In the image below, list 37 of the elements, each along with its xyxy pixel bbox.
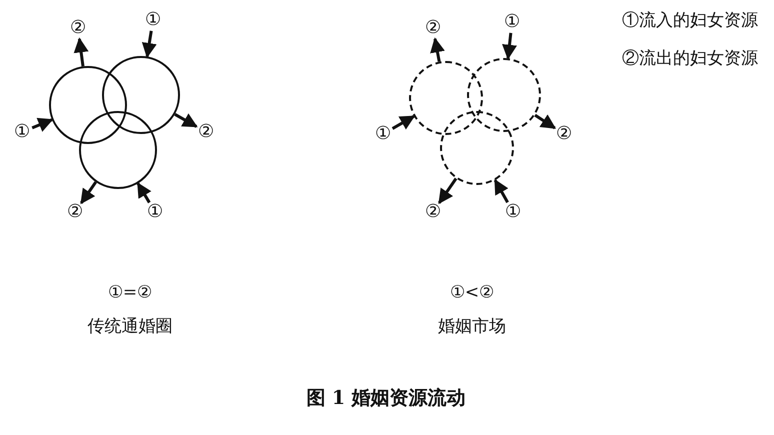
circled-number: ① — [14, 122, 30, 142]
figure-caption: 图 1 婚姻资源流动 — [306, 386, 466, 411]
ring-circle — [49, 66, 127, 144]
circled-number: ① — [375, 124, 391, 144]
ring-circle — [440, 111, 514, 185]
arrow — [392, 115, 416, 130]
arrow — [142, 30, 157, 58]
ring-circle — [467, 58, 541, 132]
circled-number: ① — [504, 12, 520, 32]
arrow — [74, 37, 89, 67]
circled-number: ② — [198, 122, 214, 142]
ring-circle — [409, 61, 483, 135]
circled-number: ② — [425, 18, 441, 38]
arrow — [174, 113, 198, 128]
arrow — [534, 114, 556, 130]
legend-note: ②流出的妇女资源 — [622, 48, 758, 70]
circled-number: ② — [556, 124, 572, 144]
circled-number: ① — [145, 10, 161, 30]
ring-circle — [102, 56, 180, 134]
panel-caption: 婚姻市场 — [438, 316, 506, 338]
circled-number: ② — [67, 202, 83, 222]
legend-note: ①流入的妇女资源 — [622, 10, 758, 32]
arrow — [494, 178, 509, 204]
arrow — [80, 181, 97, 204]
arrow — [136, 182, 152, 204]
arrow — [430, 37, 445, 62]
panel-caption: 传统通婚圈 — [88, 316, 172, 338]
circled-number: ① — [147, 202, 163, 222]
arrow — [502, 32, 517, 60]
arrow — [32, 118, 54, 132]
circled-number: ② — [70, 18, 86, 38]
arrow — [438, 178, 458, 204]
ring-circle — [79, 111, 157, 189]
relation-formula: ①=② — [108, 282, 152, 302]
circled-number: ① — [505, 202, 521, 222]
relation-formula: ①<② — [450, 282, 494, 302]
circled-number: ② — [425, 202, 441, 222]
